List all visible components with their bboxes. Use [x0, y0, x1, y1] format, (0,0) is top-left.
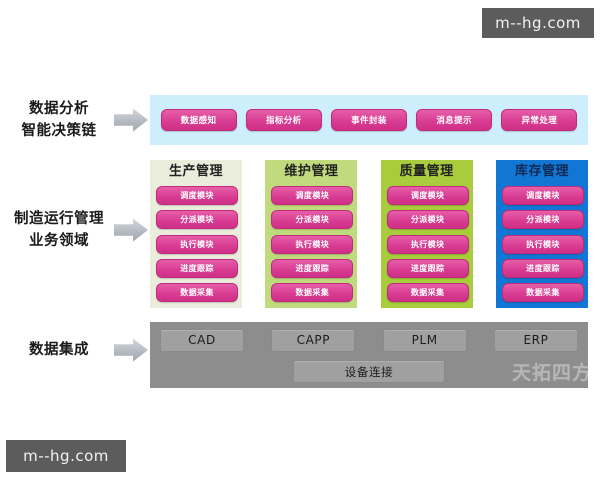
integration-device-row: 设备连接: [160, 360, 578, 383]
analytics-item[interactable]: 事件封装: [330, 109, 407, 131]
row-label-integration-text: 数据集成: [8, 339, 110, 361]
module-item[interactable]: 执行模块: [386, 234, 469, 254]
watermark-bottom: m--hg.com: [6, 440, 126, 472]
module-item[interactable]: 调度模块: [501, 186, 584, 205]
module-list: 调度模块 分派模块 执行模块 进度跟踪 数据采集: [271, 186, 354, 302]
module-item[interactable]: 进度跟踪: [386, 258, 469, 278]
system-box-erp[interactable]: ERP: [493, 328, 578, 352]
domain-column-quality: 质量管理 调度模块 分派模块 执行模块 进度跟踪 数据采集: [380, 160, 473, 308]
row-label-operations: 制造运行管理 业务领域: [8, 198, 148, 262]
row-label-integration: 数据集成: [8, 330, 148, 370]
domain-title: 库存管理: [514, 164, 569, 179]
module-list: 调度模块 分派模块 执行模块 进度跟踪 数据采集: [386, 186, 469, 302]
analytics-item[interactable]: 指标分析: [245, 109, 322, 131]
module-item[interactable]: 进度跟踪: [156, 258, 238, 278]
module-item[interactable]: 分派模块: [386, 210, 469, 230]
module-item[interactable]: 数据采集: [501, 283, 584, 302]
analytics-item[interactable]: 消息提示: [416, 109, 493, 131]
module-item[interactable]: 调度模块: [271, 186, 354, 205]
analytics-band: 数据感知 指标分析 事件封装 消息提示 异常处理: [150, 95, 588, 145]
module-item[interactable]: 分派模块: [156, 210, 238, 230]
module-item[interactable]: 分派模块: [501, 210, 584, 230]
analytics-item[interactable]: 数据感知: [160, 109, 237, 131]
row-label-analytics-line2: 智能决策链: [21, 123, 97, 139]
system-box-cad[interactable]: CAD: [160, 328, 244, 352]
domain-column-maintenance: 维护管理 调度模块 分派模块 执行模块 进度跟踪 数据采集: [265, 160, 358, 308]
module-item[interactable]: 调度模块: [156, 186, 238, 205]
system-box-capp[interactable]: CAPP: [271, 328, 356, 352]
module-item[interactable]: 执行模块: [501, 234, 584, 254]
domain-columns: 生产管理 调度模块 分派模块 执行模块 进度跟踪 数据采集 维护管理 调度模块 …: [150, 160, 588, 308]
module-item[interactable]: 数据采集: [156, 283, 238, 302]
row-label-analytics-text: 数据分析 智能决策链: [8, 98, 110, 143]
module-item[interactable]: 进度跟踪: [501, 258, 584, 278]
domain-column-production: 生产管理 调度模块 分派模块 执行模块 进度跟踪 数据采集: [150, 160, 242, 308]
module-item[interactable]: 数据采集: [386, 283, 469, 302]
row-label-operations-line1: 制造运行管理: [14, 210, 104, 227]
row-label-integration-line1: 数据集成: [29, 341, 89, 358]
integration-band: CAD CAPP PLM ERP 设备连接: [150, 322, 588, 388]
arrow-right-icon: [114, 218, 148, 242]
module-item[interactable]: 执行模块: [156, 234, 238, 254]
watermark-top: m--hg.com: [482, 8, 594, 38]
integration-systems-row: CAD CAPP PLM ERP: [160, 328, 578, 352]
module-item[interactable]: 进度跟踪: [271, 258, 354, 278]
domain-title: 质量管理: [399, 164, 454, 179]
domain-title: 维护管理: [284, 164, 339, 179]
module-item[interactable]: 调度模块: [386, 186, 469, 205]
module-list: 调度模块 分派模块 执行模块 进度跟踪 数据采集: [501, 186, 584, 302]
domain-title: 生产管理: [168, 164, 223, 179]
module-item[interactable]: 数据采集: [271, 283, 354, 302]
row-label-analytics: 数据分析 智能决策链: [8, 92, 148, 148]
arrow-right-icon: [114, 108, 148, 132]
row-label-operations-line2: 业务领域: [29, 233, 89, 249]
arrow-right-icon: [114, 338, 148, 362]
device-connection-box[interactable]: 设备连接: [293, 360, 445, 383]
module-list: 调度模块 分派模块 执行模块 进度跟踪 数据采集: [156, 186, 238, 302]
row-label-analytics-line1: 数据分析: [29, 100, 89, 117]
module-item[interactable]: 分派模块: [271, 210, 354, 230]
domain-column-inventory: 库存管理 调度模块 分派模块 执行模块 进度跟踪 数据采集: [495, 160, 588, 308]
module-item[interactable]: 执行模块: [271, 234, 354, 254]
analytics-item[interactable]: 异常处理: [501, 109, 578, 131]
system-box-plm[interactable]: PLM: [382, 328, 467, 352]
row-label-operations-text: 制造运行管理 业务领域: [8, 208, 110, 253]
